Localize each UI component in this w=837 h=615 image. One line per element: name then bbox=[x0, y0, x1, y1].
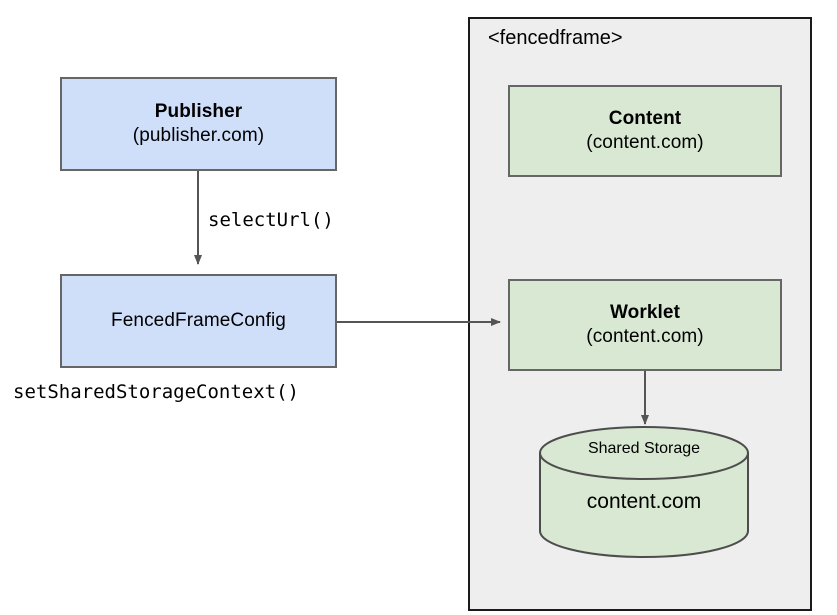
node-content-title: Content bbox=[608, 107, 682, 129]
node-worklet-title: Worklet bbox=[609, 301, 681, 323]
cylinder-body bbox=[539, 452, 749, 558]
node-publisher-title: Publisher bbox=[154, 100, 243, 122]
node-worklet[interactable]: Worklet (content.com) bbox=[508, 279, 782, 371]
cylinder-top-ellipse bbox=[539, 426, 749, 480]
node-fenced-frame-config[interactable]: FencedFrameConfig bbox=[60, 274, 337, 368]
node-shared-storage[interactable] bbox=[539, 426, 749, 558]
node-worklet-subtitle: (content.com) bbox=[586, 326, 704, 347]
node-publisher[interactable]: Publisher (publisher.com) bbox=[60, 77, 337, 171]
label-set-shared-storage-context: setSharedStorageContext() bbox=[13, 381, 299, 403]
edge-label-select-url: selectUrl() bbox=[208, 209, 334, 231]
fencedframe-panel-label: <fencedframe> bbox=[488, 27, 623, 49]
node-fenced-frame-config-title: FencedFrameConfig bbox=[111, 309, 286, 331]
node-publisher-subtitle: (publisher.com) bbox=[132, 125, 265, 146]
node-content-subtitle: (content.com) bbox=[586, 132, 704, 153]
node-content[interactable]: Content (content.com) bbox=[508, 85, 782, 177]
